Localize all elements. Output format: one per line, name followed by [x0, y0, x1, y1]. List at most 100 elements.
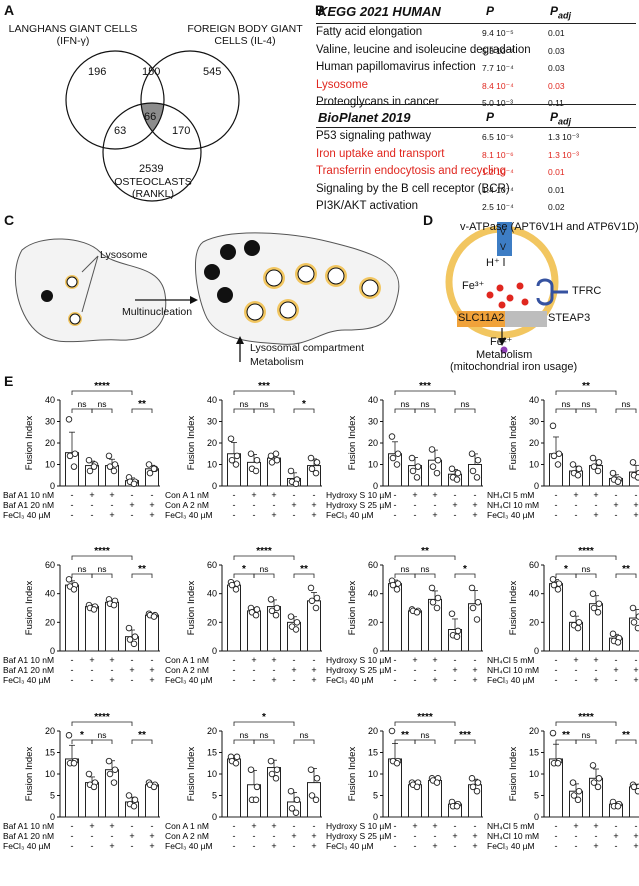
sig-overall-label: ** [421, 546, 429, 557]
y-tick-label: 60 [207, 560, 217, 570]
data-point [131, 796, 139, 804]
y-tick-label: 5 [534, 791, 539, 801]
data-point [433, 469, 441, 477]
data-point [106, 463, 114, 470]
treatment-sign: - [71, 831, 74, 841]
treatment-sign: - [233, 831, 236, 841]
sig-low-iron-bracket [575, 739, 597, 744]
y-axis-label: Fusion Index [508, 747, 519, 802]
sig-ctrl-low-label: ns [78, 399, 87, 409]
bar [145, 614, 159, 652]
treatment-sign: - [635, 490, 638, 500]
treatment-sign: + [432, 510, 437, 520]
treatment-sign: + [89, 655, 94, 665]
treatment-sign: - [293, 841, 296, 851]
y-tick-label: 40 [529, 589, 539, 599]
data-point [150, 613, 158, 620]
bar [227, 758, 241, 818]
condition-label: FeCl₃ 40 µM [3, 510, 51, 520]
treatment-sign: - [394, 665, 397, 675]
p-adjusted: 0.01 [548, 184, 565, 195]
data-point [307, 454, 315, 462]
treatment-sign: + [573, 821, 578, 831]
p-adjusted: 0.03 [548, 45, 565, 56]
y-tick-label: 10 [368, 460, 378, 470]
treatment-sign: - [555, 841, 558, 851]
treatment-sign: - [615, 490, 618, 500]
data-point [273, 766, 281, 773]
sig-high-iron-bracket [131, 573, 153, 578]
treatment-sign: - [233, 841, 236, 851]
sig-ctrl-low-label: ** [401, 730, 409, 741]
condition-label: NH₄Cl 5 mM [487, 821, 534, 831]
mito-iron-label: (mitochondrial iron usage) [450, 361, 578, 373]
sig-high-iron-bracket [615, 573, 637, 578]
data-point [549, 576, 557, 583]
treatment-sign: - [131, 490, 134, 500]
treatment-sign: + [291, 831, 296, 841]
venn-circle-osteoclasts [102, 102, 202, 202]
treatment-sign: - [555, 675, 558, 685]
y-tick-label: 10 [207, 769, 217, 779]
venn-count-langhans-foreign: 150 [142, 66, 161, 78]
treatment-sign: - [555, 831, 558, 841]
treatment-sign: - [394, 500, 397, 510]
data-point [409, 467, 417, 475]
condition-label: Baf A1 10 nM [3, 490, 54, 500]
p-value: 7.7 10⁻⁴ [482, 63, 514, 73]
treatment-sign: + [593, 510, 598, 520]
bar [227, 584, 241, 652]
condition-label: Con A 2 nM [165, 831, 209, 841]
sig-high-iron-bracket [454, 408, 476, 413]
treatment-sign: + [149, 500, 154, 510]
sig-high-iron-label: ** [138, 399, 146, 410]
condition-label: Con A 2 nM [165, 500, 209, 510]
condition-label: Hydroxy S 10 µM [326, 490, 391, 500]
venn-count-only-osteo: 2539 [139, 163, 164, 175]
y-tick-label: 0 [50, 646, 55, 656]
data-point [589, 454, 597, 462]
data-point [589, 762, 597, 769]
fe2-dot [500, 346, 508, 354]
data-point [150, 465, 158, 473]
data-point [574, 796, 582, 804]
sig-low-iron-bracket [414, 573, 436, 578]
sig-ctrl-low-label: * [564, 564, 568, 575]
bioplanet-title: BioPlanet 2019 [318, 110, 411, 125]
treatment-sign: - [394, 675, 397, 685]
y-tick-label: 10 [45, 460, 55, 470]
data-point [453, 633, 461, 640]
sig-ctrl-low-label: ns [401, 399, 410, 409]
data-point [267, 757, 275, 765]
data-point [469, 604, 477, 612]
kegg-row: Valine, leucine and isoleucine degradati… [316, 44, 636, 61]
data-point [272, 611, 280, 619]
treatment-sign: + [593, 490, 598, 500]
panel-label-e: E [4, 373, 14, 389]
treatment-sign: - [595, 831, 598, 841]
treatment-sign: + [613, 500, 618, 510]
venn-count-only-foreign: 545 [203, 66, 222, 78]
treatment-sign: - [555, 490, 558, 500]
lysosome-large-6 [359, 277, 381, 299]
condition-label: Hydroxy S 10 µM [326, 655, 391, 665]
treatment-sign: - [91, 510, 94, 520]
treatment-sign: - [394, 490, 397, 500]
data-point [468, 450, 476, 457]
y-tick-label: 40 [368, 395, 378, 405]
data-point [474, 456, 482, 464]
data-point [233, 452, 241, 460]
treatment-sign: - [71, 675, 74, 685]
data-point [252, 796, 260, 804]
data-point [293, 796, 301, 804]
data-point [469, 467, 477, 475]
condition-label: FeCl₃ 40 µM [3, 841, 51, 851]
steap3-label: STEAP3 [548, 312, 591, 324]
data-point [474, 599, 482, 606]
treatment-sign: + [593, 675, 598, 685]
